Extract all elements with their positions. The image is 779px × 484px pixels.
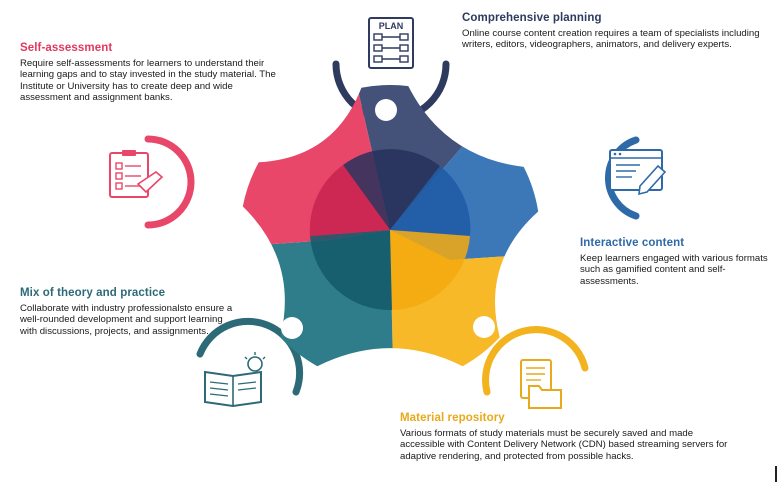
hub-sector-interactive — [390, 166, 471, 236]
node-material — [473, 316, 495, 338]
mix-title: Mix of theory and practice — [20, 287, 166, 299]
edge-mark — [775, 466, 777, 482]
self-assessment-arc — [144, 135, 195, 229]
mix-arc — [196, 317, 304, 396]
browser-edit-icon — [609, 149, 667, 196]
material-arc — [482, 326, 589, 396]
checklist-clipboard-icon — [109, 150, 164, 198]
material-title: Material repository — [400, 412, 505, 424]
self-assessment-title: Self-assessment — [20, 42, 113, 54]
planning-title: Comprehensive planning — [462, 12, 602, 24]
interactive-arc — [604, 136, 640, 220]
mix-body: Collaborate with industry professionalst… — [20, 303, 233, 337]
node-planning — [375, 99, 397, 121]
plan-document-icon: PLAN — [368, 17, 414, 69]
planning-block: Comprehensive planning Online course con… — [462, 12, 762, 51]
node-interactive — [542, 179, 564, 201]
interactive-block: Interactive content Keep learners engage… — [580, 237, 770, 287]
hub-sector-material — [390, 230, 470, 310]
document-folder-icon — [520, 359, 562, 409]
hub-sector-self-assessment — [309, 165, 390, 236]
material-block: Material repository Various formats of s… — [400, 412, 740, 462]
self-assessment-body: Require self-assessments for learners to… — [20, 58, 276, 104]
node-self-assessment — [217, 183, 239, 205]
planning-body: Online course content creation requires … — [462, 28, 760, 51]
hub-sector-planning — [343, 149, 440, 230]
node-mix — [281, 317, 303, 339]
interactive-body: Keep learners engaged with various forma… — [580, 253, 768, 287]
plan-icon-label: PLAN — [379, 21, 404, 31]
self-assessment-block: Self-assessment Require self-assessments… — [20, 42, 285, 104]
hub-sector-mix — [310, 230, 392, 311]
book-lightbulb-icon — [204, 352, 266, 408]
mix-block: Mix of theory and practice Collaborate w… — [20, 287, 240, 337]
material-body: Various formats of study materials must … — [400, 428, 728, 462]
interactive-title: Interactive content — [580, 237, 685, 249]
